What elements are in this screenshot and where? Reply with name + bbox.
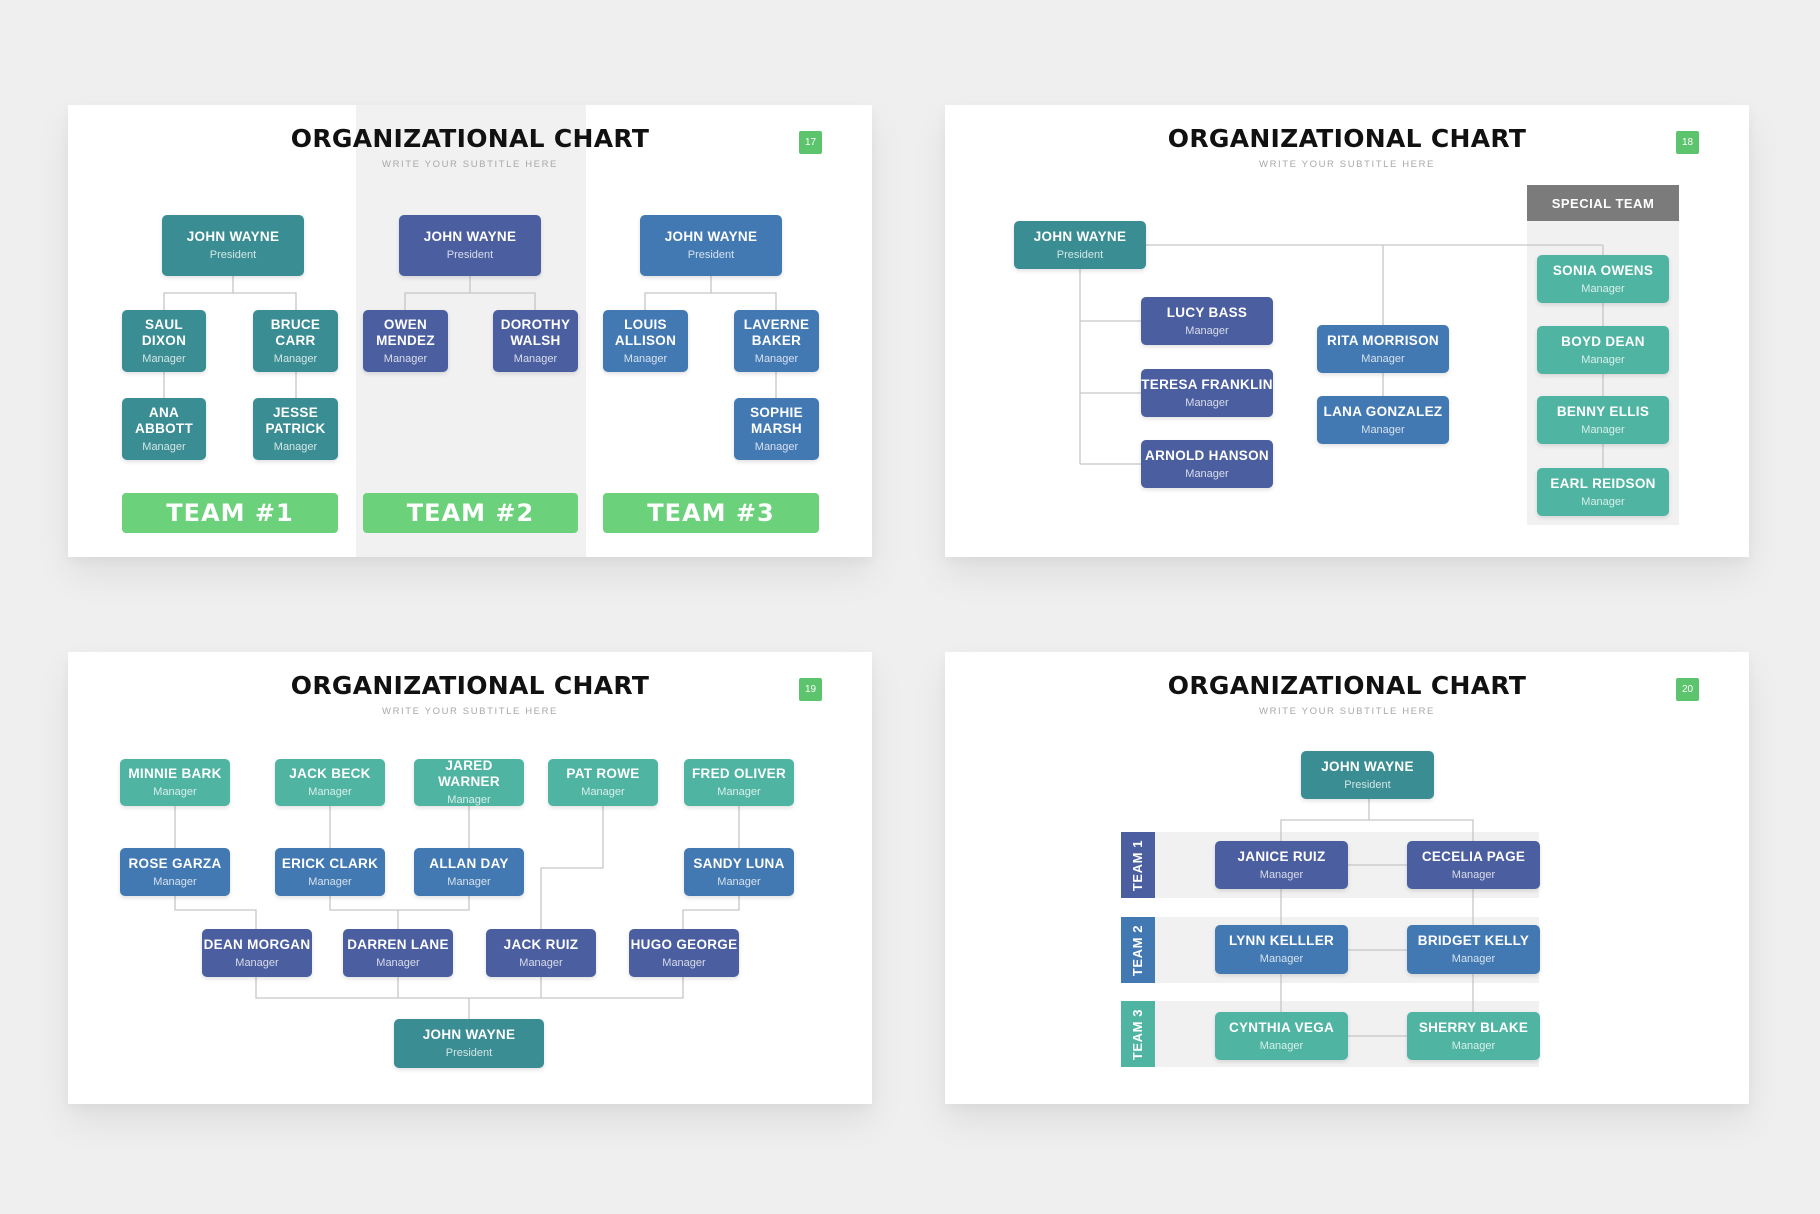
slide-subtitle: WRITE YOUR SUBTITLE HERE	[382, 159, 558, 170]
connector-lines	[174, 806, 740, 1019]
team-3-tab: TEAM 3	[1121, 1001, 1155, 1067]
team-1-tab: TEAM 1	[1121, 832, 1155, 898]
connector-lines	[1079, 244, 1604, 468]
page-number-badge: 18	[1676, 131, 1699, 154]
slide-title: ORGANIZATIONAL CHART	[290, 124, 650, 153]
team-2-tab: TEAM 2	[1121, 917, 1155, 983]
slide-subtitle: WRITE YOUR SUBTITLE HERE	[1259, 159, 1435, 170]
slide-19: ORGANIZATIONAL CHART WRITE YOUR SUBTITLE…	[68, 652, 872, 1104]
slide-17: ORGANIZATIONAL CHART WRITE YOUR SUBTITLE…	[68, 105, 872, 557]
special-team-header: SPECIAL TEAM	[1527, 185, 1679, 221]
slide-title: ORGANIZATIONAL CHART	[1167, 671, 1527, 700]
page-number-badge: 19	[799, 678, 822, 701]
slide-title: ORGANIZATIONAL CHART	[290, 671, 650, 700]
connector-lines	[163, 276, 777, 398]
team-2-label: TEAM #2	[363, 493, 578, 533]
team-3-label: TEAM #3	[603, 493, 819, 533]
slide-20: ORGANIZATIONAL CHART WRITE YOUR SUBTITLE…	[945, 652, 1749, 1104]
slide-title: ORGANIZATIONAL CHART	[1167, 124, 1527, 153]
page-number-badge: 20	[1676, 678, 1699, 701]
page-number-badge: 17	[799, 131, 822, 154]
slide-subtitle: WRITE YOUR SUBTITLE HERE	[1259, 706, 1435, 717]
slide-18: ORGANIZATIONAL CHART WRITE YOUR SUBTITLE…	[945, 105, 1749, 557]
slide-subtitle: WRITE YOUR SUBTITLE HERE	[382, 706, 558, 717]
team-1-label: TEAM #1	[122, 493, 338, 533]
